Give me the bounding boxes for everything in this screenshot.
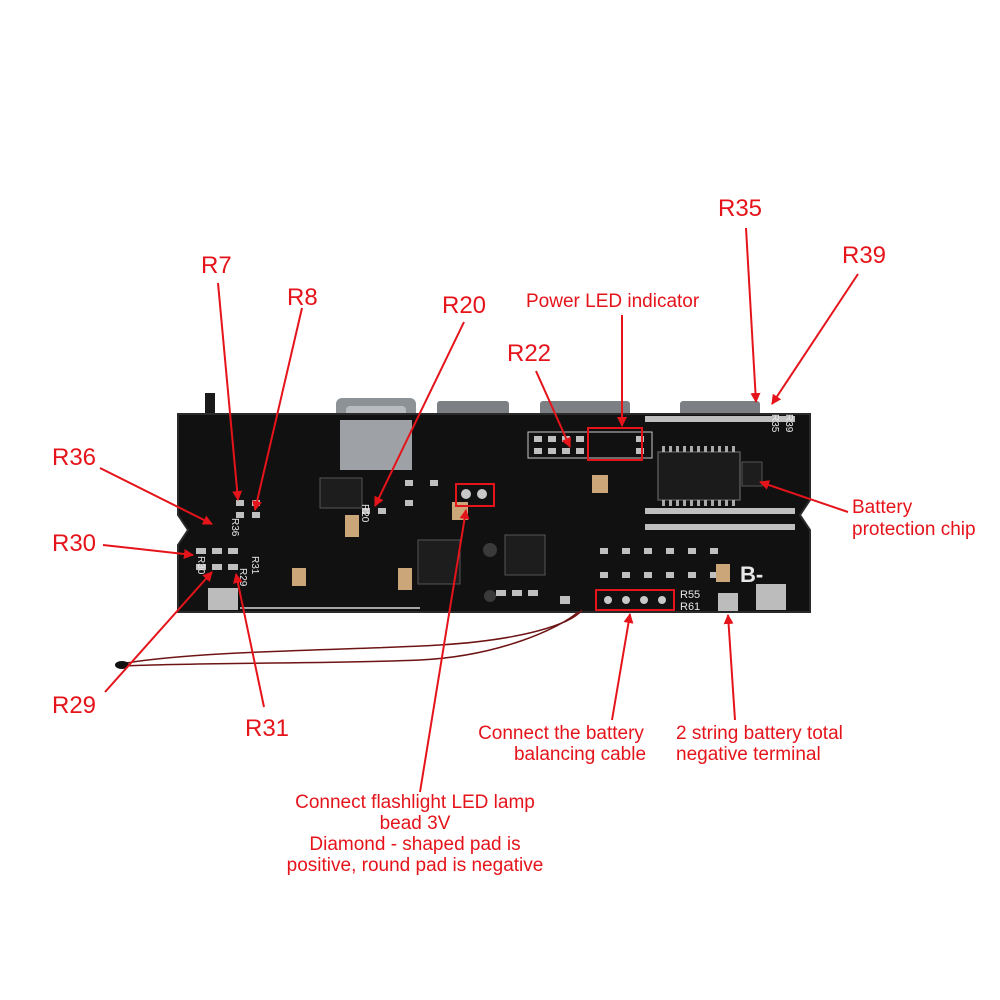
arrow-r8 — [252, 307, 303, 511]
callout-r22: R22 — [507, 340, 552, 367]
silkscreen: R36 R30 R29 R31 R20 R35 R39 R55 R61 B- — [195, 414, 794, 613]
callout-negative-2: negative terminal — [676, 743, 821, 765]
arrow-negative — [723, 614, 736, 721]
callout-r36: R36 — [52, 444, 97, 471]
silk-b-minus: B- — [740, 562, 763, 587]
silk-r20: R20 — [359, 504, 370, 523]
arrow-r20 — [374, 321, 465, 507]
silk-r61: R61 — [680, 601, 700, 613]
ic-chip-small-2 — [504, 534, 546, 576]
smd-pads — [196, 416, 795, 604]
balance-pad-3 — [640, 596, 648, 604]
arrow-r22 — [535, 370, 571, 448]
arrow-flashlight — [419, 509, 470, 793]
arrow-r30 — [102, 544, 194, 559]
silk-r55: R55 — [680, 589, 700, 601]
callout-negative-1: 2 string battery total — [676, 723, 843, 744]
arrow-r29 — [104, 571, 213, 693]
callout-flashlight: Connect flashlight LED lamp bead 3V Diam… — [262, 792, 568, 877]
callout-flashlight-1: Connect flashlight LED lamp — [295, 792, 535, 813]
board-components — [196, 416, 795, 611]
silk-r36: R36 — [229, 518, 240, 537]
pcb-board — [177, 413, 811, 613]
arrow-r7 — [217, 282, 243, 501]
ic-chip-pins-top — [662, 446, 735, 506]
callout-r30: R30 — [52, 530, 97, 557]
callout-flashlight-2: bead 3V — [379, 812, 451, 834]
thermistor-wire — [119, 609, 583, 665]
callout-r7: R7 — [201, 252, 232, 279]
ic-chip-main — [657, 451, 741, 501]
battery-pad-bminus — [718, 593, 738, 611]
callout-battery-chip-2: protection chip — [852, 519, 976, 540]
balancing-highlight — [595, 589, 675, 611]
battery-pad-left — [208, 588, 238, 610]
led-pad-round — [477, 489, 487, 499]
led-strip-pads — [527, 431, 653, 459]
balance-pad-4 — [658, 596, 666, 604]
led-pad-highlight — [455, 483, 495, 507]
callout-flashlight-3: Diamond - shaped pad is — [309, 833, 521, 855]
thermistor-wire-2 — [119, 611, 579, 667]
usb-c-body — [340, 420, 412, 470]
arrow-r36 — [99, 467, 213, 525]
mount-hole-2 — [484, 590, 496, 602]
arrow-r31 — [232, 573, 265, 708]
inductor — [319, 477, 363, 509]
callout-battery-chip-1: Battery — [852, 497, 913, 518]
mount-hole-1 — [483, 543, 497, 557]
arrow-r39 — [771, 273, 859, 405]
arrow-battery-chip — [759, 480, 849, 513]
arrow-balancing — [611, 613, 634, 721]
protection-chip — [741, 461, 763, 487]
callout-power-led: Power LED indicator — [526, 291, 700, 312]
callout-balancing-1: Connect the battery — [478, 723, 644, 744]
callout-r8: R8 — [287, 284, 318, 311]
callout-r35: R35 — [718, 195, 763, 222]
led-pad-diamond — [461, 489, 471, 499]
callout-r20: R20 — [442, 292, 487, 319]
side-switch — [205, 393, 215, 415]
silk-r35: R35 — [769, 414, 780, 433]
callout-r31: R31 — [245, 715, 290, 742]
silk-r31: R31 — [249, 556, 260, 575]
silk-r39: R39 — [783, 414, 794, 433]
callout-balancing: Connect the battery balancing cable — [462, 723, 660, 766]
balance-pad-1 — [604, 596, 612, 604]
arrow-r35 — [745, 227, 761, 403]
power-led-highlight — [587, 427, 643, 461]
callout-negative: 2 string battery total negative terminal — [676, 723, 843, 766]
silk-r30: R30 — [195, 556, 206, 575]
battery-pad-right — [756, 584, 786, 610]
thermistor — [115, 661, 129, 669]
callout-arrows — [99, 227, 859, 793]
balance-pad-2 — [622, 596, 630, 604]
callout-balancing-2: balancing cable — [513, 743, 647, 765]
callout-flashlight-4: positive, round pad is negative — [286, 854, 544, 876]
callout-r29: R29 — [52, 692, 97, 719]
callout-r39: R39 — [842, 242, 887, 269]
ic-chip-small — [417, 539, 461, 585]
